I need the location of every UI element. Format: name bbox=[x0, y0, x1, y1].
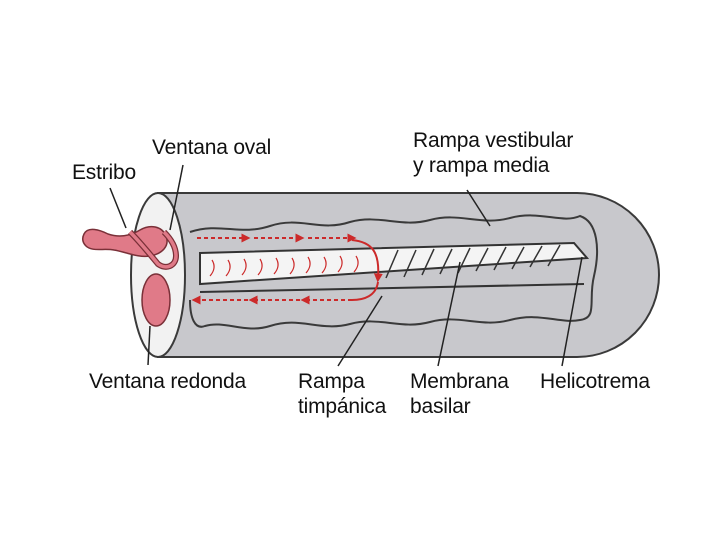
label-estribo: Estribo bbox=[72, 161, 136, 184]
label-membrana-basilar-line1: Membrana bbox=[410, 370, 509, 393]
membrane-hatching bbox=[385, 244, 561, 279]
leader-lines bbox=[109, 164, 583, 367]
label-ventana-redonda: Ventana redonda bbox=[89, 370, 246, 393]
cochlea-tube bbox=[157, 192, 660, 358]
label-rampa-timpanica-line1: Rampa bbox=[298, 370, 365, 393]
membrane-edge-line bbox=[199, 283, 585, 293]
label-membrana-basilar-line2: basilar bbox=[410, 395, 471, 418]
inner-membrane-outline bbox=[189, 214, 599, 330]
stapes-icon bbox=[81, 225, 180, 270]
hair-cell-pattern bbox=[209, 255, 359, 277]
label-rampa-timpanica-line2: timpánica bbox=[298, 395, 387, 418]
label-rampa-vestibular-line2: y rampa media bbox=[413, 154, 550, 177]
fluid-flow-arrows bbox=[191, 233, 383, 305]
label-ventana-oval: Ventana oval bbox=[152, 136, 272, 159]
basilar-membrane bbox=[199, 241, 590, 286]
label-helicotrema: Helicotrema bbox=[540, 370, 650, 393]
label-rampa-vestibular-line1: Rampa vestibular bbox=[413, 129, 574, 152]
round-window-icon bbox=[141, 273, 171, 327]
